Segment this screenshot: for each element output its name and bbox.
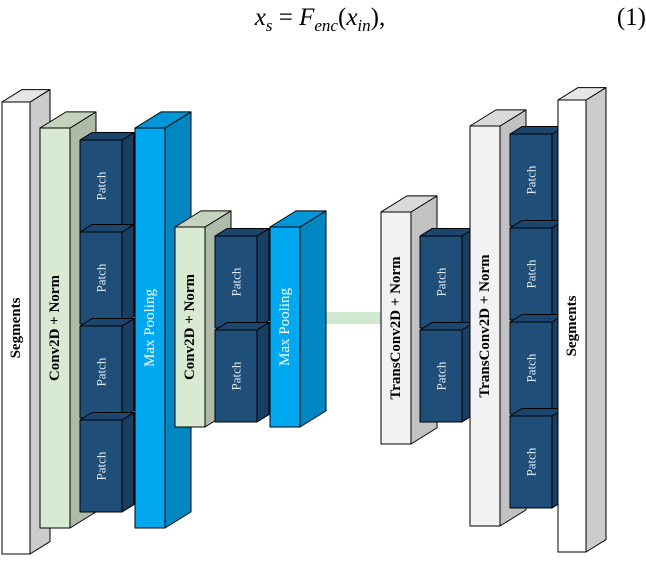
max-pooling-block-2-front <box>269 226 301 428</box>
equation: xs = Fenc(xin), (1) <box>0 4 646 38</box>
patch-enc2-1-label: Patch <box>229 267 244 296</box>
equation-number: (1) <box>616 4 646 31</box>
output-segments-block-side <box>585 87 607 553</box>
patch-enc1-1: Patch <box>79 132 135 233</box>
patch-dec1-2-label: Patch <box>434 361 449 390</box>
patch-enc1-2-side <box>121 224 135 325</box>
patch-dec2-3: Patch <box>509 314 565 415</box>
patch-dec2-4-label: Patch <box>524 447 539 476</box>
conv-norm-block-2-front <box>174 226 206 428</box>
patch-enc1-4-front <box>79 419 123 513</box>
eq-lhs-sub: s <box>265 16 273 35</box>
patch-enc2-2-side <box>256 322 270 423</box>
patch-enc1-4: Patch <box>79 412 135 513</box>
patch-enc2-2-label: Patch <box>229 361 244 390</box>
input-segments-block-label: Segments <box>8 297 24 358</box>
patch-dec2-2-label: Patch <box>524 259 539 288</box>
eq-arg-sub: in <box>357 16 371 35</box>
patch-enc1-1-side <box>121 132 135 233</box>
output-segments-block-front <box>557 99 587 553</box>
input-segments-block-front <box>1 101 31 555</box>
eq-lhs: x <box>254 4 266 31</box>
eq-func-sub: enc <box>314 16 338 35</box>
conv-norm-block-2-label: Conv2D + Norm <box>182 273 198 380</box>
patch-enc1-4-side <box>121 412 135 513</box>
patch-dec2-1: Patch <box>509 126 565 227</box>
patch-dec2-1-label: Patch <box>524 165 539 194</box>
patch-enc1-2: Patch <box>79 224 135 325</box>
patch-dec2-4-front <box>509 415 553 509</box>
connector-bar <box>310 312 382 324</box>
output-segments-block-label: Segments <box>564 295 580 356</box>
patch-dec2-4: Patch <box>509 408 565 509</box>
patch-dec2-3-label: Patch <box>524 353 539 382</box>
patch-enc1-3: Patch <box>79 318 135 419</box>
max-pooling-block-2: Max Pooling <box>269 210 327 428</box>
eq-tail: ), <box>370 4 386 31</box>
patch-enc2-1: Patch <box>214 228 270 329</box>
patch-enc1-3-label: Patch <box>94 357 109 386</box>
patch-enc1-2-label: Patch <box>94 263 109 292</box>
patch-enc2-2-front <box>214 329 258 423</box>
patch-enc1-3-side <box>121 318 135 419</box>
conv-norm-block-1-label: Conv2D + Norm <box>47 274 63 381</box>
eq-equals: = <box>272 4 300 31</box>
patch-enc1-4-label: Patch <box>94 451 109 480</box>
equation-body: xs = Fenc(xin), <box>254 4 386 35</box>
patch-dec1-2: Patch <box>419 322 475 423</box>
output-segments-block: Segments <box>557 87 607 553</box>
trans-conv-norm-block-1: TransConv2D + Norm <box>380 195 438 445</box>
patch-enc2-2: Patch <box>214 322 270 423</box>
patch-dec1-1-label: Patch <box>434 267 449 296</box>
patch-dec1-2-front <box>419 329 463 423</box>
max-pooling-block-1-front <box>134 127 166 529</box>
eq-func: F <box>299 4 315 31</box>
patch-dec2-2: Patch <box>509 220 565 321</box>
trans-conv-norm-block-2-label: TransConv2D + Norm <box>477 254 493 398</box>
patch-enc2-1-side <box>256 228 270 329</box>
max-pooling-block-1-label: Max Pooling <box>142 289 158 367</box>
patch-enc1-1-label: Patch <box>94 171 109 200</box>
patch-dec1-1: Patch <box>419 228 475 329</box>
trans-conv-norm-block-1-front <box>380 211 412 445</box>
conv-norm-block-1-front <box>39 127 71 529</box>
trans-conv-norm-block-1-label: TransConv2D + Norm <box>388 256 404 400</box>
eq-arg: x <box>346 4 358 31</box>
max-pooling-block-2-label: Max Pooling <box>277 288 293 366</box>
trans-conv-norm-block-2-front <box>469 125 501 527</box>
max-pooling-block-2-side <box>299 210 327 428</box>
